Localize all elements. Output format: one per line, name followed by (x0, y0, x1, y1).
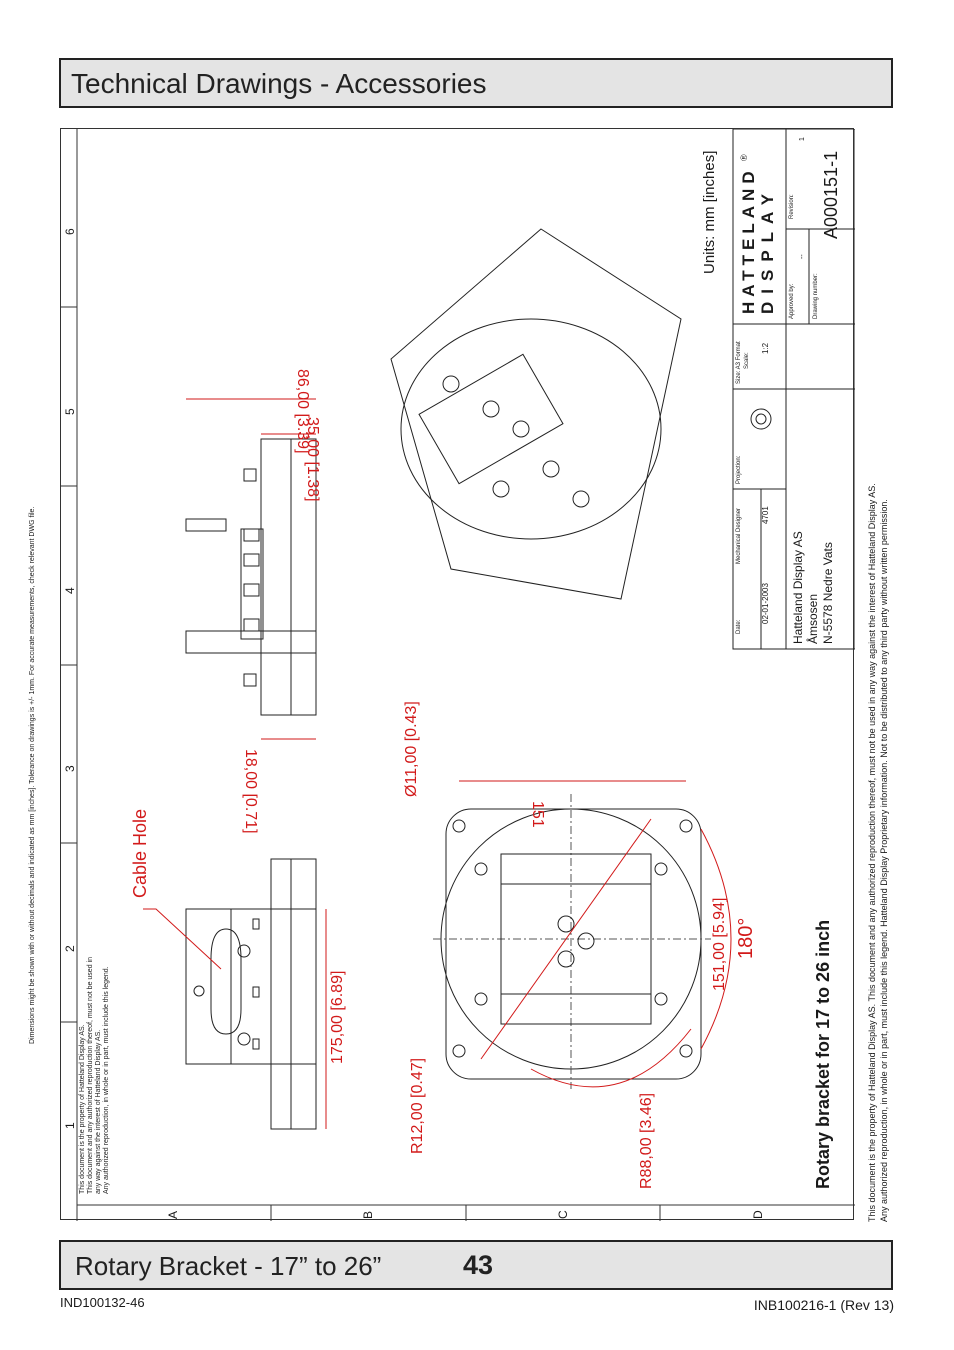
page-footer: Rotary Bracket - 17” to 26” 43 (59, 1240, 893, 1290)
zone-letter-a: A (166, 1210, 180, 1219)
designer-value: 4701 (761, 506, 770, 524)
drawing-number-value: A000151-1 (821, 150, 841, 239)
drawing-svg (61, 129, 855, 1221)
date-label: Date: (736, 619, 742, 634)
dim-175-label: 175,00 [6.89] (329, 970, 346, 1064)
size-label: Size: A3 Format (736, 341, 742, 384)
zone-letter-b: B (361, 1210, 375, 1219)
scale-value: 1:2 (761, 342, 770, 354)
dim-r88-arc (530, 1028, 692, 1088)
property-note-small: This document is the property of Hattela… (79, 957, 110, 1194)
dim-r12-label: R12,00 [0.47] (409, 1057, 426, 1154)
company-address: Hatteland Display AS Åmsosen N-5578 Nedr… (791, 531, 835, 644)
zone-letter-c: C (556, 1210, 570, 1219)
iso-view (390, 228, 682, 600)
dim-35-label: 35,00 [1.38] (304, 417, 321, 502)
tolerance-note: Dimensions might be shown with or withou… (29, 506, 36, 1044)
property-note-large: This document is the property of Hattela… (867, 483, 889, 1222)
logo-registered: ® (739, 154, 749, 161)
dim-151-label: 151,00 [5.94] (711, 897, 728, 991)
doc-id-left: IND100132-46 (60, 1295, 145, 1310)
units-label: Units: mm [inches] (701, 150, 718, 274)
approved-value: -- (799, 254, 806, 259)
zone-number-1: 1 (63, 1122, 77, 1129)
zone-number-3: 3 (63, 765, 77, 772)
date-value: 02-01-2003 (761, 583, 770, 624)
revision-label: Revision: (789, 194, 795, 219)
side-view-top (185, 438, 317, 716)
cable-hole-label: Cable Hole (130, 808, 150, 898)
title-block (732, 129, 855, 650)
cable-hole-leader (143, 908, 222, 970)
zone-number-5: 5 (63, 408, 77, 415)
logo-line-1: HATTELAND (739, 166, 758, 314)
dim-angle-label: 180° (735, 917, 757, 959)
drawing-number-label: Drawing number: (813, 273, 819, 319)
zone-number-2: 2 (63, 945, 77, 952)
zone-letter-d: D (751, 1210, 765, 1219)
zone-letter-ticks (270, 1205, 661, 1221)
doc-id-right: INB100216-1 (Rev 13) (753, 1297, 894, 1313)
projection-label: Projection: (736, 455, 742, 484)
dim-180-arc (700, 828, 732, 1050)
dim-diagonal (480, 818, 652, 1060)
zone-ticks (61, 306, 77, 1023)
page-number: 43 (463, 1250, 494, 1280)
dim-18-label: 18,00 [0.71] (242, 749, 259, 834)
front-view-plate (433, 794, 711, 1089)
footer-title: Rotary Bracket - 17” to 26” (75, 1251, 382, 1281)
logo-line-2: DISPLAY (758, 185, 777, 314)
designer-label: Mechanical Designer (736, 507, 742, 564)
dim-r88-label: R88,00 [3.46] (638, 1092, 655, 1189)
approved-label: Approved by: (789, 283, 795, 319)
zone-number-4: 4 (63, 587, 77, 594)
page-title: Technical Drawings - Accessories (71, 68, 487, 99)
side-view-cable-hole (185, 858, 317, 1130)
page-header: Technical Drawings - Accessories (59, 58, 893, 108)
zone-number-6: 6 (63, 228, 77, 235)
revision-value: 1 (799, 137, 806, 141)
drawing-title: Rotary bracket for 17 to 26 inch (813, 919, 833, 1189)
dim-151-top-label: 151 (529, 801, 546, 828)
technical-drawing: 1 2 3 4 5 6 A B C D Dimensions might be … (29, 128, 855, 1221)
dim-d11-label: Ø11,00 [0.43] (403, 701, 420, 797)
scale-label: Scale: (744, 352, 750, 369)
